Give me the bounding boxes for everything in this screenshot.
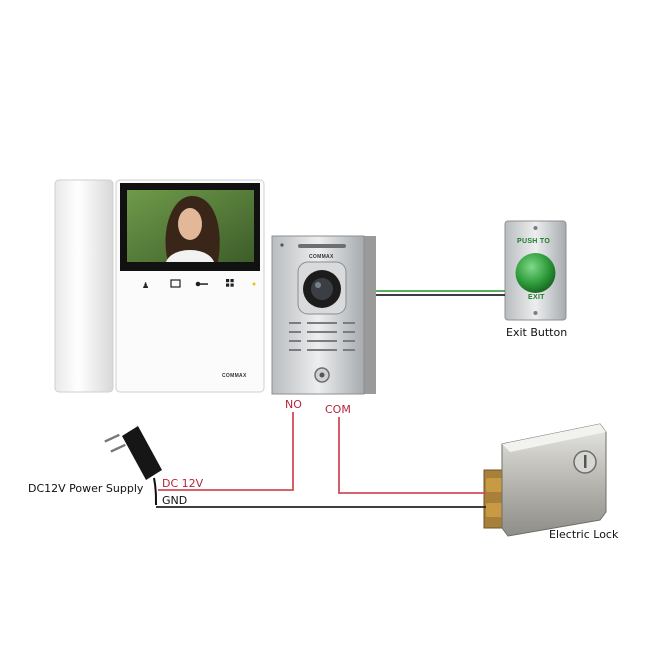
wire-no-dc12v: [158, 412, 294, 491]
video-monitor: ♟: [54, 179, 265, 393]
label-no: NO: [285, 398, 302, 411]
monitor-button-door-key-icon[interactable]: [195, 281, 208, 287]
lock-keyhole: [584, 455, 587, 468]
adapter-body: [122, 426, 162, 480]
camera-lens: [311, 278, 333, 300]
label-com: COM: [325, 403, 351, 416]
wire-com-lock: [338, 417, 486, 494]
speaker-grille: [289, 322, 355, 351]
push-to-text: PUSH TO: [517, 238, 551, 245]
wires: [156, 290, 505, 508]
monitor-button-monitor-icon[interactable]: [170, 279, 181, 288]
electric-lock-device: [483, 423, 607, 537]
exit-text: EXIT: [528, 294, 545, 301]
exit-button-dome[interactable]: [515, 253, 556, 293]
door-station-body: [271, 235, 365, 395]
camera-lens-glint: [315, 282, 321, 288]
visitor-face: [178, 208, 202, 240]
lock-latch-upper: [486, 478, 506, 492]
exit-button-device: [504, 220, 567, 321]
label-power-supply: DC12V Power Supply: [28, 482, 144, 495]
monitor-button-talk-icon[interactable]: ♟: [142, 281, 149, 290]
exit-button-screw-bottom: [533, 311, 538, 315]
lock-latch-lower: [486, 503, 506, 517]
label-dc12v: DC 12V: [162, 477, 204, 490]
power-adapter: [104, 426, 162, 506]
adapter-prong-2: [110, 443, 126, 453]
door-station-top-grille: [298, 244, 346, 248]
call-button-icon: [319, 372, 325, 378]
door-station: [271, 235, 376, 395]
exit-button-screw-top: [533, 226, 538, 230]
door-station-mic: [280, 243, 284, 247]
door-station-brand: COMMAX: [309, 254, 334, 260]
handset: [54, 179, 114, 393]
visitor-shoulders: [166, 250, 214, 262]
monitor-brand: COMMAX: [222, 373, 247, 379]
adapter-prong-1: [104, 433, 120, 443]
monitor-button-menu-icon[interactable]: [226, 279, 234, 287]
label-exit-button: Exit Button: [506, 326, 568, 339]
monitor-status-led: [252, 282, 256, 286]
door-station-backplate: [362, 236, 376, 394]
adapter-cable: [153, 477, 157, 506]
label-gnd: GND: [162, 494, 188, 507]
label-electric-lock: Electric Lock: [549, 528, 619, 541]
lock-body-top: [502, 424, 606, 452]
